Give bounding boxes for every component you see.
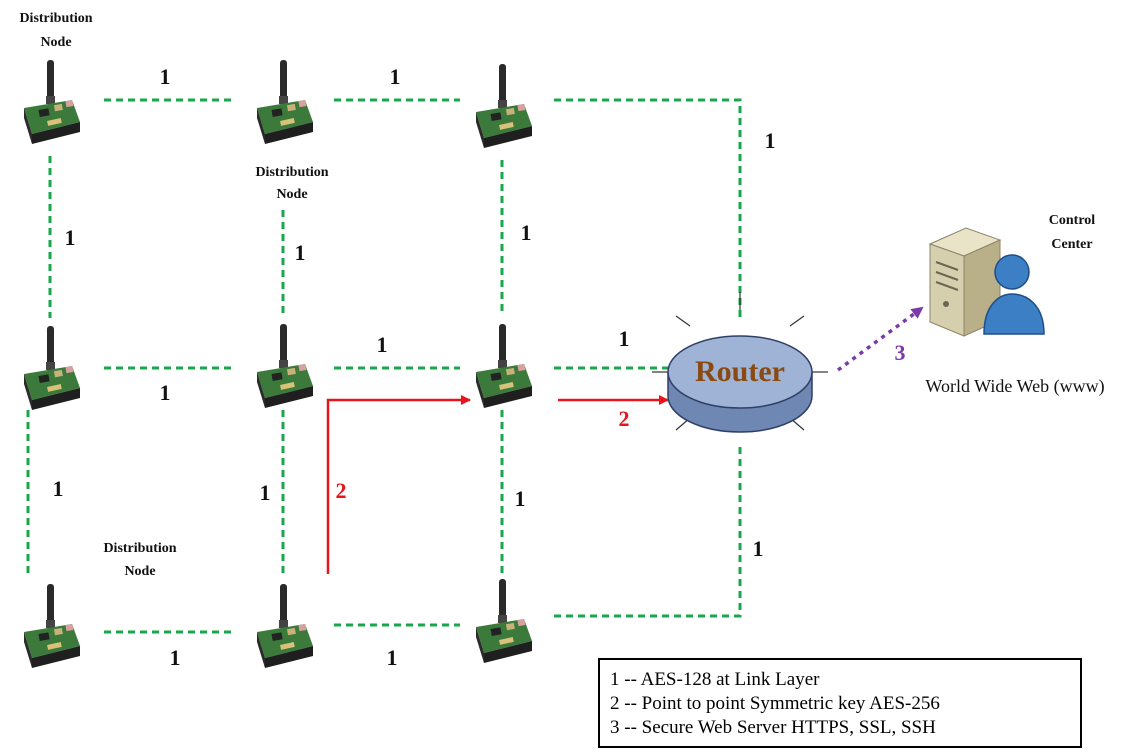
link-label: 1 [295, 240, 306, 265]
sensor-node-icon[interactable] [257, 324, 313, 408]
link-label: 1 [260, 480, 271, 505]
p2p-path [326, 395, 669, 574]
sensor-node-icon[interactable] [476, 64, 532, 148]
dist-caption-3a: Distribution [103, 541, 176, 556]
link-label: 1 [515, 486, 526, 511]
link-label: 1 [65, 225, 76, 250]
router-top [667, 335, 813, 409]
link-label: 1 [765, 128, 776, 153]
link-label: 1 [160, 64, 171, 89]
link-r3-router [554, 444, 742, 618]
p2p-arrow-1 [326, 395, 471, 574]
sensor-nodes [24, 60, 532, 668]
link-label: 1 [619, 326, 630, 351]
control-center[interactable]: Control Center [928, 213, 1096, 337]
dist-caption-3b: Node [124, 564, 155, 579]
www-label: World Wide Web (www) [925, 376, 1104, 397]
mesh-links [26, 98, 742, 634]
user-icon [983, 254, 1045, 335]
link-label: 1 [387, 645, 398, 670]
link-label-p2p: 2 [336, 478, 347, 503]
link-label: 1 [377, 332, 388, 357]
router-spokes [652, 292, 828, 431]
distribution-captions: Distribution Node Distribution Node Dist… [19, 11, 328, 579]
link-label: 1 [170, 645, 181, 670]
router[interactable]: Router [652, 292, 828, 433]
dist-caption-2a: Distribution [255, 165, 328, 180]
sensor-node-icon[interactable] [24, 326, 80, 410]
router-label: Router [695, 355, 785, 388]
dist-caption-1a: Distribution [19, 11, 92, 26]
sensor-node-icon[interactable] [24, 584, 80, 668]
dist-caption-2b: Node [276, 187, 307, 202]
sensor-node-icon[interactable] [476, 324, 532, 408]
sensor-node-icon[interactable] [24, 60, 80, 144]
control-center-label-1: Control [1049, 213, 1096, 228]
link-r1-router [554, 98, 742, 318]
link-label: 1 [390, 64, 401, 89]
link-label: 1 [753, 536, 764, 561]
link-labels: 1 1 1 1 1 1 1 1 1 1 1 1 1 1 1 2 2 3 [53, 64, 906, 670]
legend-box: 1 -- AES-128 at Link Layer 2 -- Point to… [598, 658, 1082, 748]
link-label: 1 [160, 380, 171, 405]
sensor-node-icon[interactable] [257, 584, 313, 668]
legend-item-p2p: 2 -- Point to point Symmetric key AES-25… [610, 693, 940, 714]
control-center-label-2: Center [1051, 237, 1092, 252]
link-label: 1 [521, 220, 532, 245]
link-label-web: 3 [895, 340, 906, 365]
link-label-p2p: 2 [619, 406, 630, 431]
legend-item-aes128: 1 -- AES-128 at Link Layer [610, 669, 820, 690]
dist-caption-1b: Node [40, 35, 71, 50]
link-label: 1 [53, 476, 64, 501]
sensor-node-icon[interactable] [257, 60, 313, 144]
sensor-node-icon[interactable] [476, 579, 532, 663]
legend-item-web: 3 -- Secure Web Server HTTPS, SSL, SSH [610, 717, 936, 738]
web-link-arrow [836, 306, 924, 372]
